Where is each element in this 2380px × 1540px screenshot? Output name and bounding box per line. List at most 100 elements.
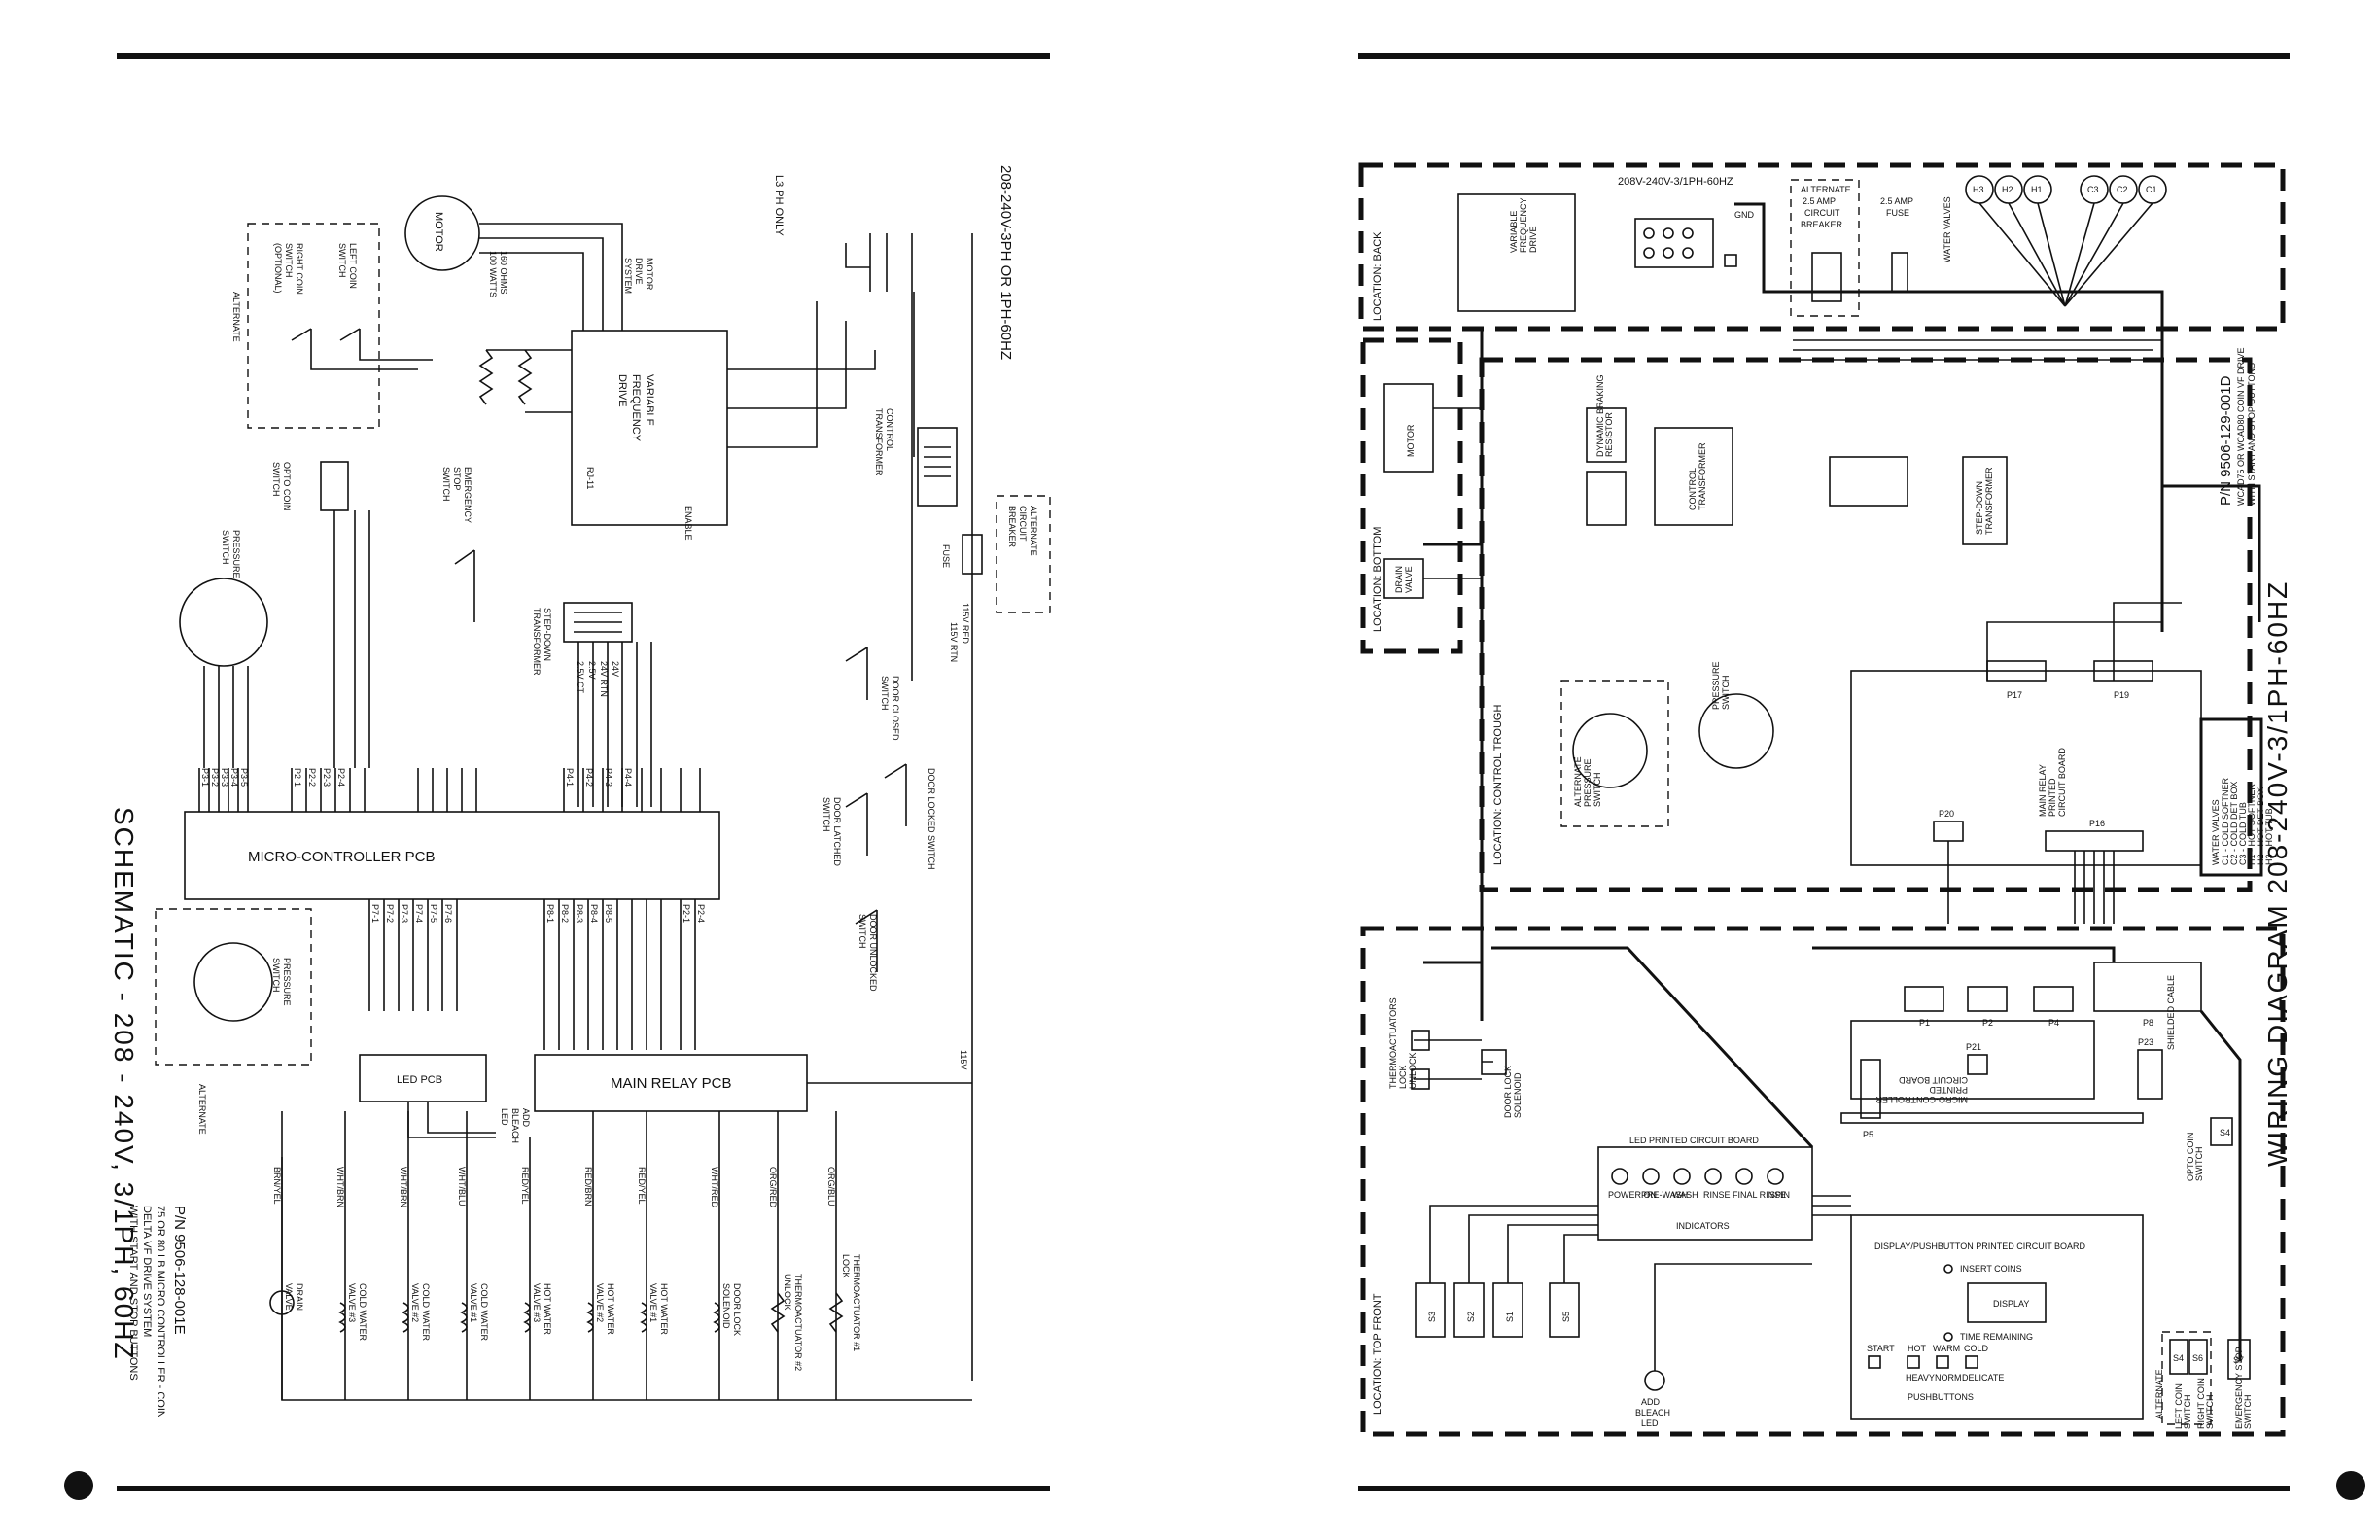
vfd-input-lines	[727, 301, 876, 448]
breaker-label: CIRCUIT	[1804, 208, 1840, 218]
motor-box	[1383, 383, 1434, 472]
cold-button[interactable]	[1965, 1355, 1978, 1369]
led-indicator	[1673, 1168, 1691, 1185]
switch-label: S1	[1505, 1312, 1515, 1322]
supply-lines	[886, 233, 973, 1381]
led-indicator-label: PRE-WASH	[1641, 1190, 1688, 1200]
pin-label: P4-4	[623, 768, 633, 787]
start-button[interactable]	[1868, 1355, 1881, 1369]
voltage-label: 24V	[611, 661, 620, 677]
opto-leads	[333, 510, 370, 768]
breaker-symbol	[1811, 252, 1842, 302]
valve-legend-item: H3 - HOT TUB	[2264, 808, 2274, 865]
location-label: LOCATION: TOP FRONT	[1372, 1293, 1383, 1415]
hot-button[interactable]	[1907, 1355, 1920, 1369]
voltage-label: 24V RTN	[599, 661, 609, 697]
door-lock-label: SOLENOID	[1513, 1072, 1522, 1118]
description-line: WITH START AND STOP BUTTONS	[127, 1206, 139, 1381]
display-pushbutton-board	[1850, 1214, 2144, 1420]
load-label: HOT WATER	[606, 1283, 615, 1335]
step-down-transformer-box	[1962, 456, 2008, 545]
terminal-screw	[1682, 247, 1694, 259]
add-bleach-label: LED	[1641, 1418, 1659, 1428]
harness-coin	[2199, 1010, 2242, 1361]
switch-label: S5	[1561, 1312, 1571, 1322]
led-indicator-label: POWER ON	[1608, 1190, 1657, 1200]
connector-p19	[2093, 660, 2153, 682]
brake-resistors	[478, 349, 533, 405]
pin-label: P4-3	[604, 768, 613, 787]
switch-s1[interactable]	[1492, 1282, 1523, 1338]
load-return-wires	[281, 1293, 837, 1400]
warm-button[interactable]	[1936, 1355, 1949, 1369]
switch-s4[interactable]	[2169, 1339, 2188, 1375]
main-relay-label: MAIN RELAY	[2038, 764, 2048, 817]
pressure-switch-symbol	[179, 578, 268, 667]
motor-symbol	[404, 195, 480, 271]
pressure-switch	[1698, 693, 1774, 769]
time-remaining-label: TIME REMAINING	[1960, 1332, 2033, 1342]
alt-pressure-label: ALTERNATE	[1573, 756, 1583, 807]
led-indicator	[1735, 1168, 1753, 1185]
add-bleach-label: ADD	[521, 1108, 531, 1128]
top-rule	[1358, 53, 2290, 59]
micro-pcb-label: MICRO-CONTROLLER PCB	[248, 849, 436, 865]
pin-label: P7-6	[443, 904, 453, 923]
pushbutton-label: COLD	[1964, 1344, 1989, 1353]
add-bleach-label: BLEACH	[1635, 1408, 1670, 1418]
pin-label: P2-2	[307, 768, 317, 787]
connector-label: P20	[1939, 809, 1954, 819]
display-label: DISPLAY	[1993, 1299, 2029, 1309]
pushbutton-label: NORM	[1935, 1373, 1962, 1382]
connector-label: P17	[2007, 690, 2022, 700]
pressure-switch-label: PRESSURE	[231, 530, 241, 578]
switch-s5[interactable]	[1549, 1282, 1580, 1338]
connector-label: P4	[2048, 1018, 2059, 1028]
load-label: VALVE #2	[410, 1283, 420, 1322]
three-ph-label: L3 PH ONLY	[773, 175, 785, 236]
location-top-front-box	[1360, 926, 2286, 1437]
wire-color-label: ORG/RED	[768, 1167, 778, 1208]
switch-label: S6	[2192, 1353, 2203, 1363]
micro-bottom-pins	[368, 899, 696, 1050]
pin-label: P8-3	[575, 904, 584, 923]
thermo-label: UNLOCK	[1408, 1052, 1418, 1089]
motor-label: MOTOR	[1406, 424, 1416, 457]
supply-label: 208V-240V-3/1PH-60HZ	[1618, 176, 1733, 188]
vfd-box	[571, 330, 728, 526]
drain-label: VALVE	[1404, 566, 1414, 593]
alt-breaker-box	[1790, 179, 1860, 317]
connector-label: P5	[1863, 1130, 1873, 1139]
micro-label: PRINTED	[1929, 1085, 1968, 1095]
voltage-label: 115V RTN	[949, 622, 959, 662]
switch-s3[interactable]	[1415, 1282, 1446, 1338]
vfd-box	[1457, 193, 1576, 312]
switch-s6[interactable]	[2188, 1339, 2208, 1375]
control-transformer-box	[1654, 427, 1733, 526]
motor-label: MOTOR	[433, 212, 444, 252]
display-board-label: DISPLAY/PUSHBUTTON PRINTED CIRCUIT BOARD	[1874, 1242, 2086, 1251]
location-label: LOCATION: BACK	[1372, 231, 1383, 321]
step-down-label: TRANSFORMER	[532, 608, 542, 676]
pin-label: P3-3	[220, 768, 229, 787]
pin-label: P7-3	[400, 904, 409, 923]
alt-breaker-label: BREAKER	[1007, 506, 1017, 548]
load-label: DOOR LOCK	[732, 1283, 742, 1336]
drain-valve-coil	[269, 1290, 295, 1315]
led-indicator-label: FINAL RINSE	[1732, 1190, 1786, 1200]
wire-color-label: WHT/RED	[710, 1167, 719, 1208]
wire-color-label: BRN/YEL	[272, 1167, 282, 1205]
pin-label: P2-3	[322, 768, 332, 787]
opto-coin-label: SWITCH	[271, 462, 281, 497]
fuse-label: FUSE	[1886, 208, 1909, 218]
load-label: COLD WATER	[358, 1283, 368, 1342]
right-coin-label: SWITCH	[284, 243, 294, 278]
valve-legend-item: C3 - COLD TUB	[2238, 802, 2248, 865]
connector-label: P16	[2089, 819, 2105, 828]
switch-s2[interactable]	[1453, 1282, 1485, 1338]
vfd-label: FREQUENCY	[630, 374, 642, 442]
thermo-label: LOCK	[1398, 1065, 1408, 1089]
load-label: COLD WATER	[479, 1283, 489, 1342]
step-down-label: STEP-DOWN	[542, 608, 552, 661]
wire-color-label: RED/BRN	[583, 1167, 593, 1207]
